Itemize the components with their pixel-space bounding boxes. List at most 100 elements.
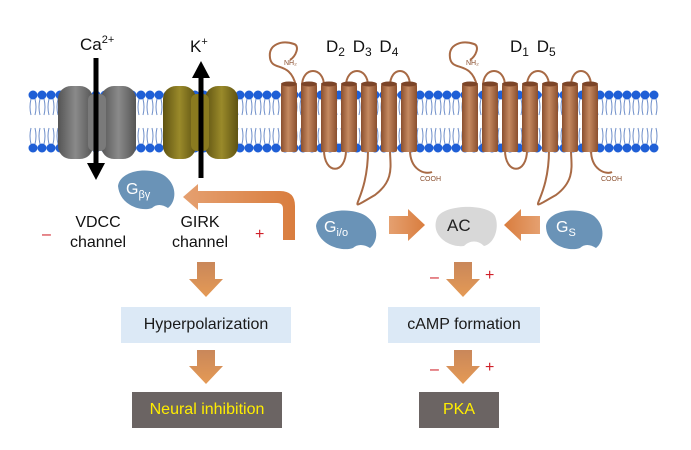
- lipid-tail: [38, 127, 41, 145]
- girk-label-line1: GIRK: [180, 214, 220, 231]
- lipid-tail: [263, 127, 266, 145]
- lipid-head: [271, 90, 281, 100]
- lipid-head: [442, 143, 452, 153]
- lipid-tail: [479, 98, 482, 116]
- lipid-head: [37, 90, 47, 100]
- lipid-tail: [623, 127, 626, 145]
- lipid-tail: [497, 98, 500, 116]
- lipid-head: [433, 143, 443, 153]
- lipid-tail: [650, 98, 653, 116]
- lipid-tail: [610, 98, 613, 116]
- calcium-flux-arrow: [87, 58, 105, 180]
- lipid-tail: [241, 98, 244, 116]
- lipid-head: [649, 90, 659, 100]
- lipid-head: [46, 90, 56, 100]
- lipid-tail: [560, 127, 563, 145]
- girk-label-line2: channel: [171, 234, 229, 251]
- lipid-head: [145, 90, 155, 100]
- lipid-tail: [259, 98, 262, 116]
- lipid-tail: [520, 127, 523, 145]
- lipid-head: [262, 143, 272, 153]
- lipid-tail: [272, 127, 275, 145]
- lipid-tail: [448, 98, 451, 116]
- lipid-tail: [430, 127, 433, 145]
- lipid-head: [28, 90, 38, 100]
- lipid-tail: [538, 98, 541, 116]
- lipid-tail: [43, 127, 46, 145]
- lipid-tail: [421, 98, 424, 116]
- lipid-head: [613, 143, 623, 153]
- d2-like-receptor-icon: [268, 41, 433, 206]
- lipid-tail: [142, 98, 145, 116]
- lipid-tail: [146, 98, 149, 116]
- lipid-head: [136, 90, 146, 100]
- g-beta-gamma-protein-icon: Gβγ: [118, 170, 175, 210]
- lipid-tail: [632, 127, 635, 145]
- lipid-head: [604, 90, 614, 100]
- lipid-tail: [250, 127, 253, 145]
- lipid-tail: [254, 98, 257, 116]
- potassium-flux-arrow: [192, 61, 210, 178]
- lipid-tail: [641, 98, 644, 116]
- lipid-head: [442, 90, 452, 100]
- lipid-tail: [443, 127, 446, 145]
- cooh-label-right: COOH: [601, 176, 622, 183]
- lipid-tail: [434, 98, 437, 116]
- vdcc-label-line1: VDCC: [75, 214, 121, 231]
- lipid-tail: [56, 98, 59, 116]
- lipid-head: [433, 90, 443, 100]
- lipid-head: [271, 143, 281, 153]
- lipid-head: [451, 143, 461, 153]
- lipid-tail: [254, 127, 257, 145]
- lipid-tail: [655, 127, 658, 145]
- lipid-tail: [245, 98, 248, 116]
- lipid-head: [640, 90, 650, 100]
- lipid-tail: [430, 98, 433, 116]
- lipid-tail: [520, 98, 523, 116]
- lipid-tail: [439, 98, 442, 116]
- lipid-tail: [448, 127, 451, 145]
- lipid-tail: [457, 127, 460, 145]
- lipid-tail: [29, 98, 32, 116]
- g-s-protein-icon: GS: [546, 210, 603, 250]
- ac-to-camp-arrow: [446, 262, 480, 297]
- lipid-tail: [38, 98, 41, 116]
- g-io-label: Gi/o: [324, 219, 348, 239]
- vdcc-label-line2: channel: [69, 234, 127, 251]
- lipid-head: [154, 90, 164, 100]
- lipid-head: [622, 90, 632, 100]
- lipid-head: [622, 143, 632, 153]
- hyperpolarization-to-inhibition-arrow: [189, 350, 223, 384]
- girk-channel-label: GIRK channel: [162, 213, 238, 253]
- lipid-tail: [146, 127, 149, 145]
- lipid-tail: [268, 127, 271, 145]
- lipid-head: [631, 90, 641, 100]
- lipid-tail: [137, 127, 140, 145]
- lipid-tail: [623, 98, 626, 116]
- lipid-tail: [398, 98, 401, 116]
- ac-label: AC: [447, 216, 471, 235]
- calcium-ion-label: Ca2+: [80, 34, 114, 54]
- lipid-head: [145, 143, 155, 153]
- lipid-tail: [646, 127, 649, 145]
- lipid-tail: [434, 127, 437, 145]
- vdcc-minus-sign: –: [42, 226, 51, 243]
- lipid-tail: [610, 127, 613, 145]
- lipid-tail: [619, 127, 622, 145]
- lipid-tail: [605, 98, 608, 116]
- lipid-head: [253, 143, 263, 153]
- lipid-head: [46, 143, 56, 153]
- g-beta-gamma-label: Gβγ: [126, 181, 151, 201]
- lipid-head: [649, 143, 659, 153]
- lipid-tail: [641, 127, 644, 145]
- adenylyl-cyclase-icon: AC: [435, 206, 497, 247]
- lipid-tail: [578, 98, 581, 116]
- g-io-to-ac-arrow: [389, 209, 425, 241]
- lipid-tail: [160, 98, 163, 116]
- lipid-tail: [268, 98, 271, 116]
- lipid-tail: [421, 127, 424, 145]
- lipid-tail: [43, 98, 46, 116]
- lipid-tail: [637, 98, 640, 116]
